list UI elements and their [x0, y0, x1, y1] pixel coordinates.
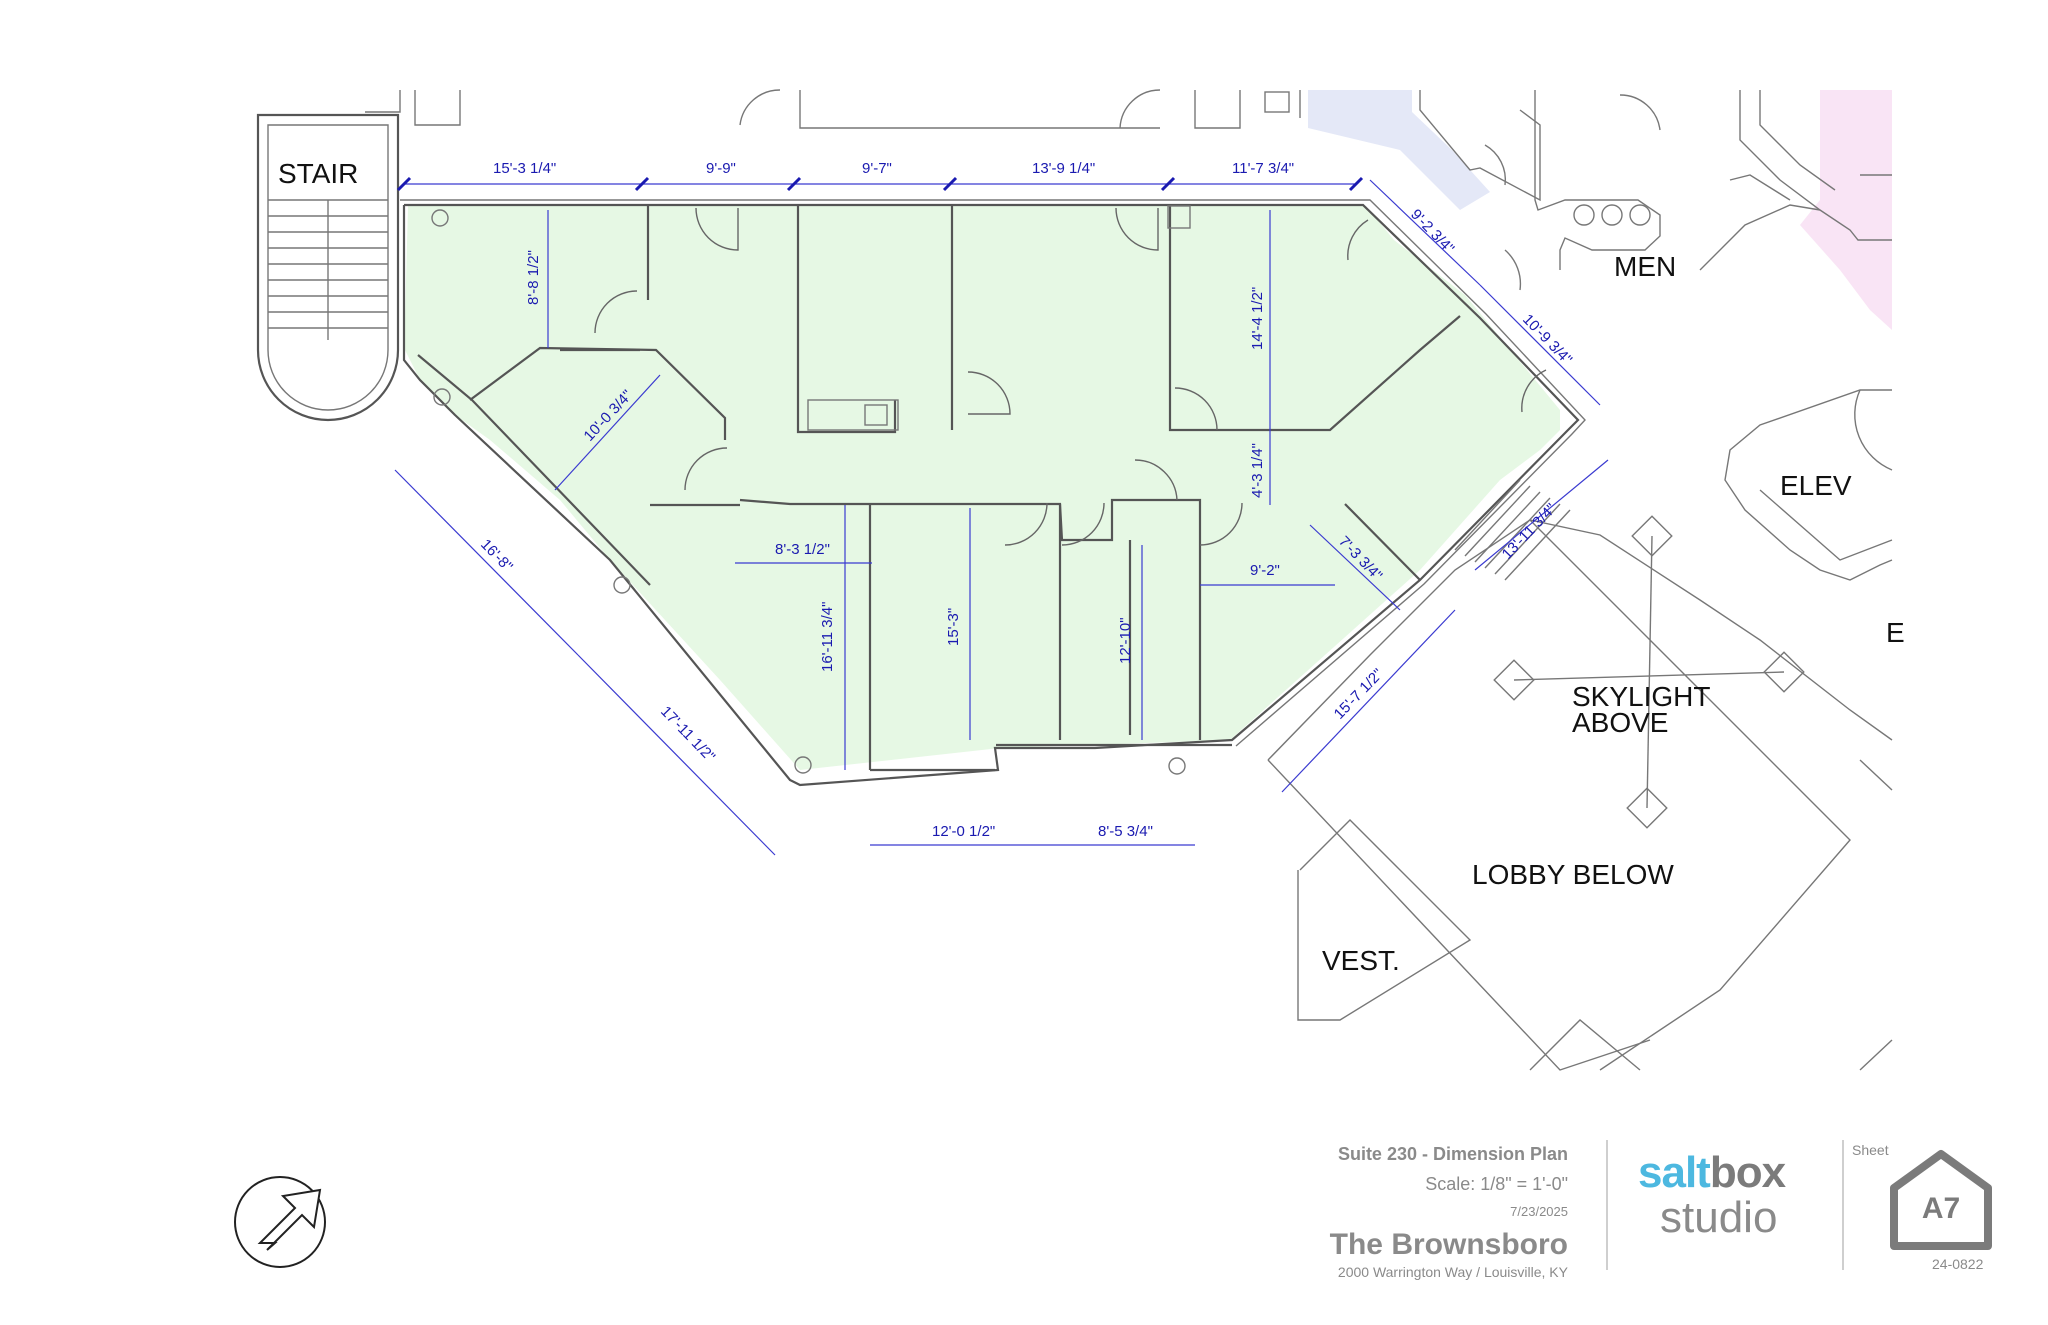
- stair-treads: [268, 199, 388, 340]
- project-address: 2000 Warrington Way / Louisville, KY: [1337, 1264, 1568, 1280]
- womens-room-fill: [1800, 90, 1892, 330]
- dim-label: 15'-3 1/4": [493, 160, 556, 177]
- dim-label: 8'-5 3/4": [1098, 823, 1153, 840]
- dim-label: 17'-11 1/2": [657, 703, 718, 766]
- dim-label: 16'-8": [477, 536, 516, 575]
- room-label-lobby: LOBBY BELOW: [1472, 859, 1674, 890]
- dim-label: 9'-7": [862, 160, 892, 177]
- project-name: The Brownsboro: [1329, 1228, 1568, 1261]
- lobby-stair-hatch: [1454, 479, 1571, 581]
- saltbox-logo: saltbox studio: [1638, 1150, 1808, 1240]
- room-label-partial: E: [1886, 617, 1905, 648]
- drawing-title: Suite 230 - Dimension Plan: [1337, 1144, 1568, 1164]
- dim-label: 16'-11 3/4": [819, 602, 836, 672]
- building-context: [256, 89, 1893, 1071]
- logo-studio: studio: [1660, 1193, 1778, 1242]
- room-label-skylight-above: ABOVE: [1572, 707, 1668, 738]
- suite-walls: [400, 199, 1586, 787]
- logo-box: box: [1709, 1148, 1786, 1197]
- dim-label: 12'-10": [1117, 617, 1134, 664]
- title-divider: [1606, 1140, 1608, 1270]
- room-label-elev: ELEV: [1780, 470, 1852, 501]
- dim-label: 14'-4 1/2": [1249, 287, 1266, 350]
- job-number: 24-0822: [1932, 1256, 1984, 1272]
- drawing-date: 7/23/2025: [1510, 1204, 1568, 1219]
- mens-room-fill: [1308, 90, 1490, 210]
- dim-label: 9'-9": [706, 160, 736, 177]
- dim-label: 11'-7 3/4": [1232, 160, 1294, 177]
- sheet-number: A7: [1921, 1192, 1961, 1225]
- dimension-lines: [394, 176, 1609, 856]
- suite-floor-fill: [405, 206, 1560, 770]
- room-label-vest: VEST.: [1322, 945, 1400, 976]
- dim-label: 12'-0 1/2": [932, 823, 995, 840]
- sheet-house-icon: [1890, 1150, 1992, 1250]
- title-divider: [1842, 1140, 1844, 1270]
- logo-salt: salt: [1638, 1148, 1711, 1197]
- dim-label: 15'-7 1/2": [1331, 665, 1387, 722]
- sheet-label: Sheet: [1852, 1142, 1889, 1158]
- dim-label: 15'-3": [945, 608, 962, 646]
- north-arrow-icon: [234, 1176, 326, 1268]
- room-label-stair: STAIR: [278, 158, 358, 189]
- dim-label: 9'-2 3/4": [1407, 206, 1457, 257]
- dim-label: 13'-9 1/4": [1032, 160, 1095, 177]
- room-label-skylight: SKYLIGHT: [1572, 681, 1710, 712]
- room-label-men: MEN: [1614, 251, 1676, 282]
- drawing-scale: Scale: 1/8" = 1'-0": [1425, 1174, 1568, 1194]
- door-swings: [594, 207, 1547, 546]
- dim-label: 8'-8 1/2": [525, 250, 542, 305]
- dim-label: 8'-3 1/2": [775, 541, 830, 558]
- dim-label: 9'-2": [1250, 562, 1280, 579]
- title-block: Suite 230 - Dimension Plan Scale: 1/8" =…: [1270, 1130, 2010, 1300]
- dim-label: 4'-3 1/4": [1249, 443, 1266, 498]
- dim-label: 10'-9 3/4": [1519, 311, 1575, 368]
